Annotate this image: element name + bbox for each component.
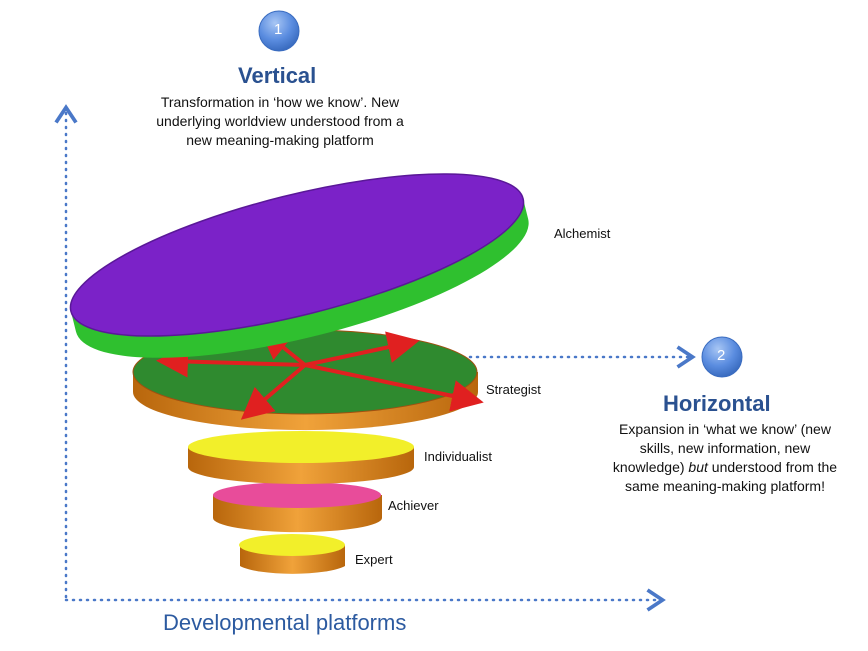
horizontal-description-emphasis: but [688,459,708,475]
expert-disc [239,534,345,574]
horizontal-description-line: skills, new information, new [639,440,811,456]
horizontal-badge-number: 2 [717,347,726,364]
vertical-description: Transformation in ‘how we know’. New und… [120,93,440,150]
horizontal-description-part: understood from the [707,459,838,475]
horizontal-description-line: knowledge) but understood from the [590,458,860,477]
horizontal-description: Expansion in ‘what we know’ (new skills,… [590,420,860,496]
vertical-badge [258,10,300,52]
level-label-achiever: Achiever [388,498,439,513]
horizontal-badge [701,336,743,378]
horizontal-description-line: Expansion in ‘what we know’ (new [619,421,831,437]
axis-title: Developmental platforms [163,610,407,635]
alchemist-disc [69,173,529,358]
vertical-heading: Vertical [238,63,317,88]
level-label-expert: Expert [355,552,393,567]
vertical-description-line: underlying worldview understood from a [156,113,404,129]
level-label-alchemist: Alchemist [554,226,611,241]
vertical-description-line: Transformation in ‘how we know’. New [160,94,400,110]
individualist-disc [188,431,414,484]
vertical-description-line: new meaning-making platform [186,132,374,148]
horizontal-heading: Horizontal [663,391,771,416]
vertical-badge-number: 1 [274,21,283,38]
level-label-strategist: Strategist [486,382,541,397]
horizontal-description-part: knowledge) [612,459,689,475]
level-label-individualist: Individualist [424,449,492,464]
expansion-arrows [156,327,484,420]
horizontal-description-line: same meaning-making platform! [625,478,825,494]
achiever-disc [213,482,382,533]
